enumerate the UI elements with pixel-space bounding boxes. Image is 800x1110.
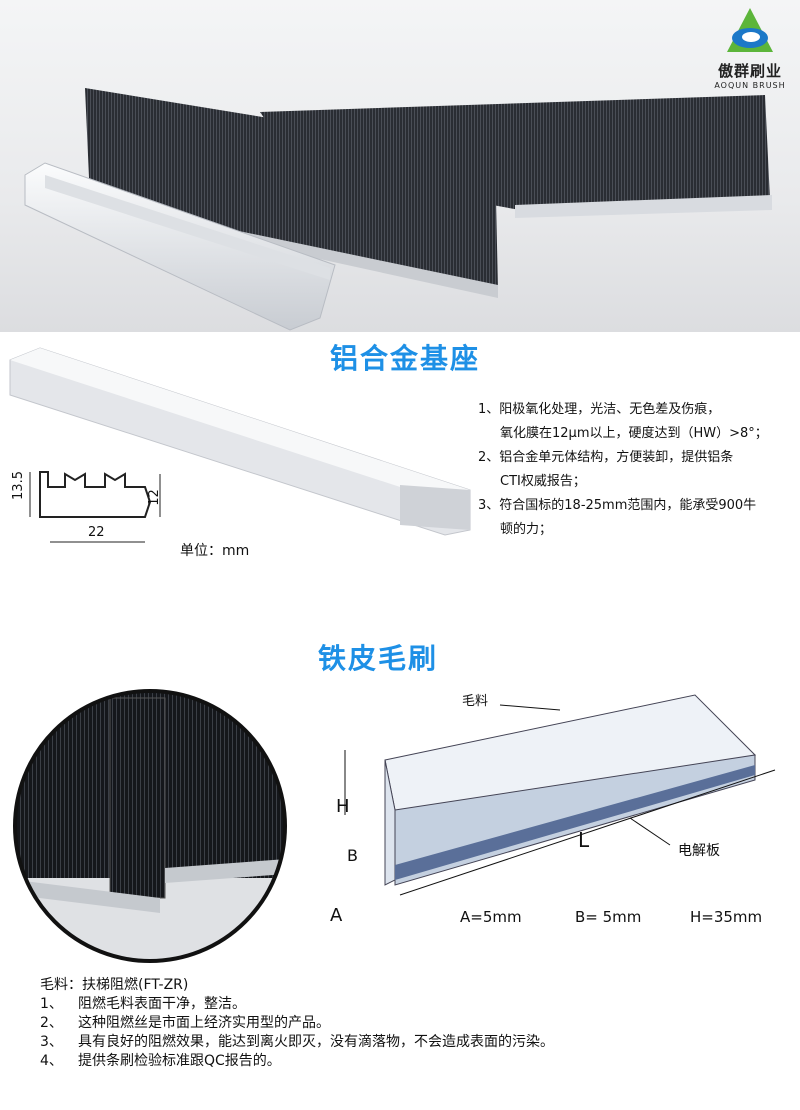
dim-height-inner: 12 bbox=[146, 489, 162, 506]
hero-product-photo bbox=[0, 0, 800, 332]
brush-closeup-photo bbox=[13, 689, 287, 963]
dim-width: 22 bbox=[88, 525, 105, 540]
brush-dimension-diagram bbox=[344, 694, 776, 896]
label-b: B bbox=[347, 846, 358, 865]
brand-logo: 傲群刷业 AOQUN BRUSH bbox=[700, 6, 800, 90]
value-h: H=35mm bbox=[690, 908, 763, 926]
value-a: A=5mm bbox=[460, 908, 522, 926]
spec-line: 1、阳极氧化处理，光洁、无色差及伤痕， bbox=[478, 402, 721, 417]
label-l: L bbox=[578, 828, 590, 852]
material-line: 毛料：扶梯阻燃(FT-ZR) bbox=[40, 977, 189, 993]
feature-item: 3、具有良好的阻燃效果，能达到离火即灭，没有滴落物，不会造成表面的污染。 bbox=[40, 1034, 554, 1050]
section-title-aluminum-base: 铝合金基座 bbox=[330, 342, 481, 375]
label-a: A bbox=[330, 905, 343, 926]
label-plate: 电解板 bbox=[678, 843, 720, 859]
logo-mark-icon bbox=[727, 8, 773, 52]
value-b: B= 5mm bbox=[575, 908, 642, 926]
spec-line: CTI权威报告； bbox=[500, 474, 586, 489]
profile-dimension-drawing bbox=[29, 471, 161, 543]
label-bristle: 毛料 bbox=[462, 694, 489, 709]
section-title-metal-brush: 铁皮毛刷 bbox=[318, 642, 439, 675]
spec-line: 2、铝合金单元体结构，方便装卸，提供铝条 bbox=[478, 450, 734, 465]
spec-line: 顿的力； bbox=[500, 522, 553, 537]
aluminum-spec-list: 1、阳极氧化处理，光洁、无色差及伤痕， 氧化膜在12μm以上，硬度达到（HW）>… bbox=[478, 398, 800, 542]
aluminum-profile-photo bbox=[9, 347, 471, 536]
logo-name-en: AOQUN BRUSH bbox=[714, 81, 786, 90]
logo-name-cn: 傲群刷业 bbox=[717, 62, 782, 80]
spec-line: 氧化膜在12μm以上，硬度达到（HW）>8°； bbox=[500, 426, 768, 441]
label-h: H bbox=[336, 796, 350, 817]
feature-item: 4、提供条刷检验标准跟QC报告的。 bbox=[40, 1053, 281, 1069]
spec-line: 3、符合国标的18-25mm范围内，能承受900牛 bbox=[478, 498, 757, 513]
brush-feature-list: 毛料：扶梯阻燃(FT-ZR) 1、阻燃毛料表面干净，整洁。 2、这种阻燃丝是市面… bbox=[40, 976, 780, 1071]
dim-height-outer: 13.5 bbox=[10, 471, 26, 500]
feature-item: 2、这种阻燃丝是市面上经济实用型的产品。 bbox=[40, 1015, 330, 1031]
feature-item: 1、阻燃毛料表面干净，整洁。 bbox=[40, 996, 246, 1012]
brush-strips-illustration bbox=[24, 88, 772, 331]
unit-label: 单位：mm bbox=[180, 543, 250, 559]
